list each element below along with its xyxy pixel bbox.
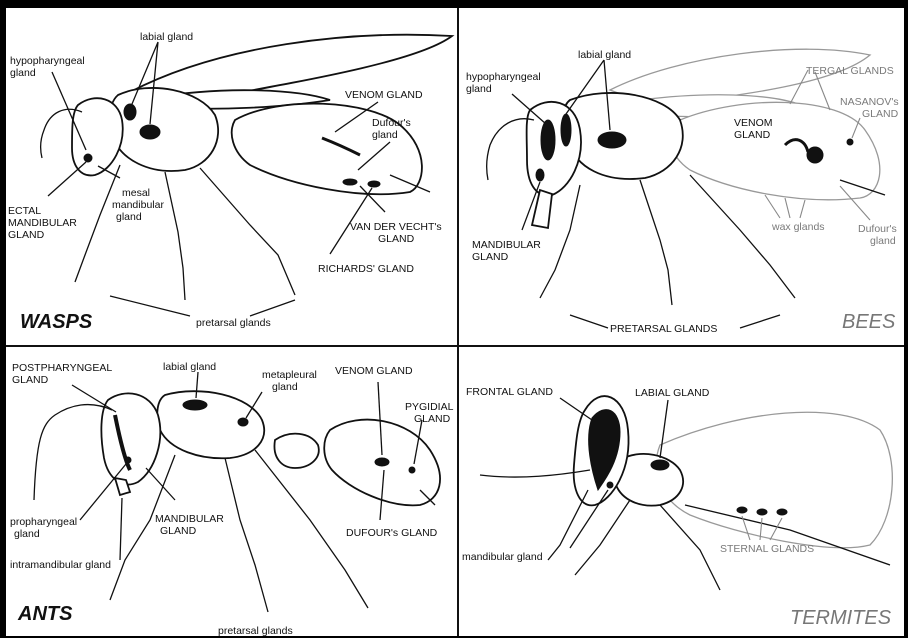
wasps-title: WASPS [20,311,93,333]
bee-label-wax: wax glands [771,221,825,233]
ant-label-dufour: DUFOUR's GLAND [346,527,438,539]
wasp-vandervecht-gland [343,179,357,185]
bee-labial-gland-thorax [598,132,626,148]
bee-nasanov-gland [847,139,853,145]
termite-sternal-gland-1 [737,507,747,513]
ant-petiole [274,434,318,468]
termite-mandibular-gland [607,482,613,488]
termite-label-frontal: FRONTAL GLAND [466,386,553,398]
ant-label-labial: labial gland [163,361,216,373]
ant-label-venom: VENOM GLAND [335,365,413,377]
bee-mandibular-gland [536,169,544,181]
wasp-hypopharyngeal-gland [84,154,92,162]
termite-label-sternal: STERNAL GLANDS [720,543,814,555]
wasp-richards-gland [368,181,380,187]
termite-labial-gland [651,460,669,470]
wasp-labial-gland-2 [140,125,160,139]
ant-labial-gland [183,400,207,410]
bee-venom-gland [807,147,823,163]
termites-title: TERMITES [790,607,892,629]
wasp-labial-gland-1 [124,104,136,120]
wasp-label-labial: labial gland [140,31,193,43]
bee-label-pretarsal: PRETARSAL GLANDS [610,323,717,335]
termite-sternal-gland-3 [777,509,787,515]
wasp-label-venom: VENOM GLAND [345,89,423,101]
ant-venom-gland [375,458,389,466]
bee-labial-gland-head [561,114,571,146]
bee-label-tergal: TERGAL GLANDS [806,65,894,77]
wasp-label-pretarsal: pretarsal glands [196,317,271,329]
ant-pygidial-gland [409,467,415,473]
termite-sternal-gland-2 [757,509,767,515]
termite-label-mandibular: mandibular gland [462,551,543,563]
termite-label-labial: LABIAL GLAND [635,387,710,399]
ants-title: ANTS [17,603,73,625]
bee-label-labial: labial gland [578,49,631,61]
bees-title: BEES [842,311,896,333]
ant-propharyngeal-gland [125,457,131,463]
wasp-label-richards: RICHARDS' GLAND [318,263,414,275]
bee-hypopharyngeal-gland [541,120,555,160]
ant-label-intramandibular: intramandibular gland [10,559,111,571]
ant-metapleural-gland [238,418,248,426]
ant-label-pretarsal: pretarsal glands [218,625,293,637]
